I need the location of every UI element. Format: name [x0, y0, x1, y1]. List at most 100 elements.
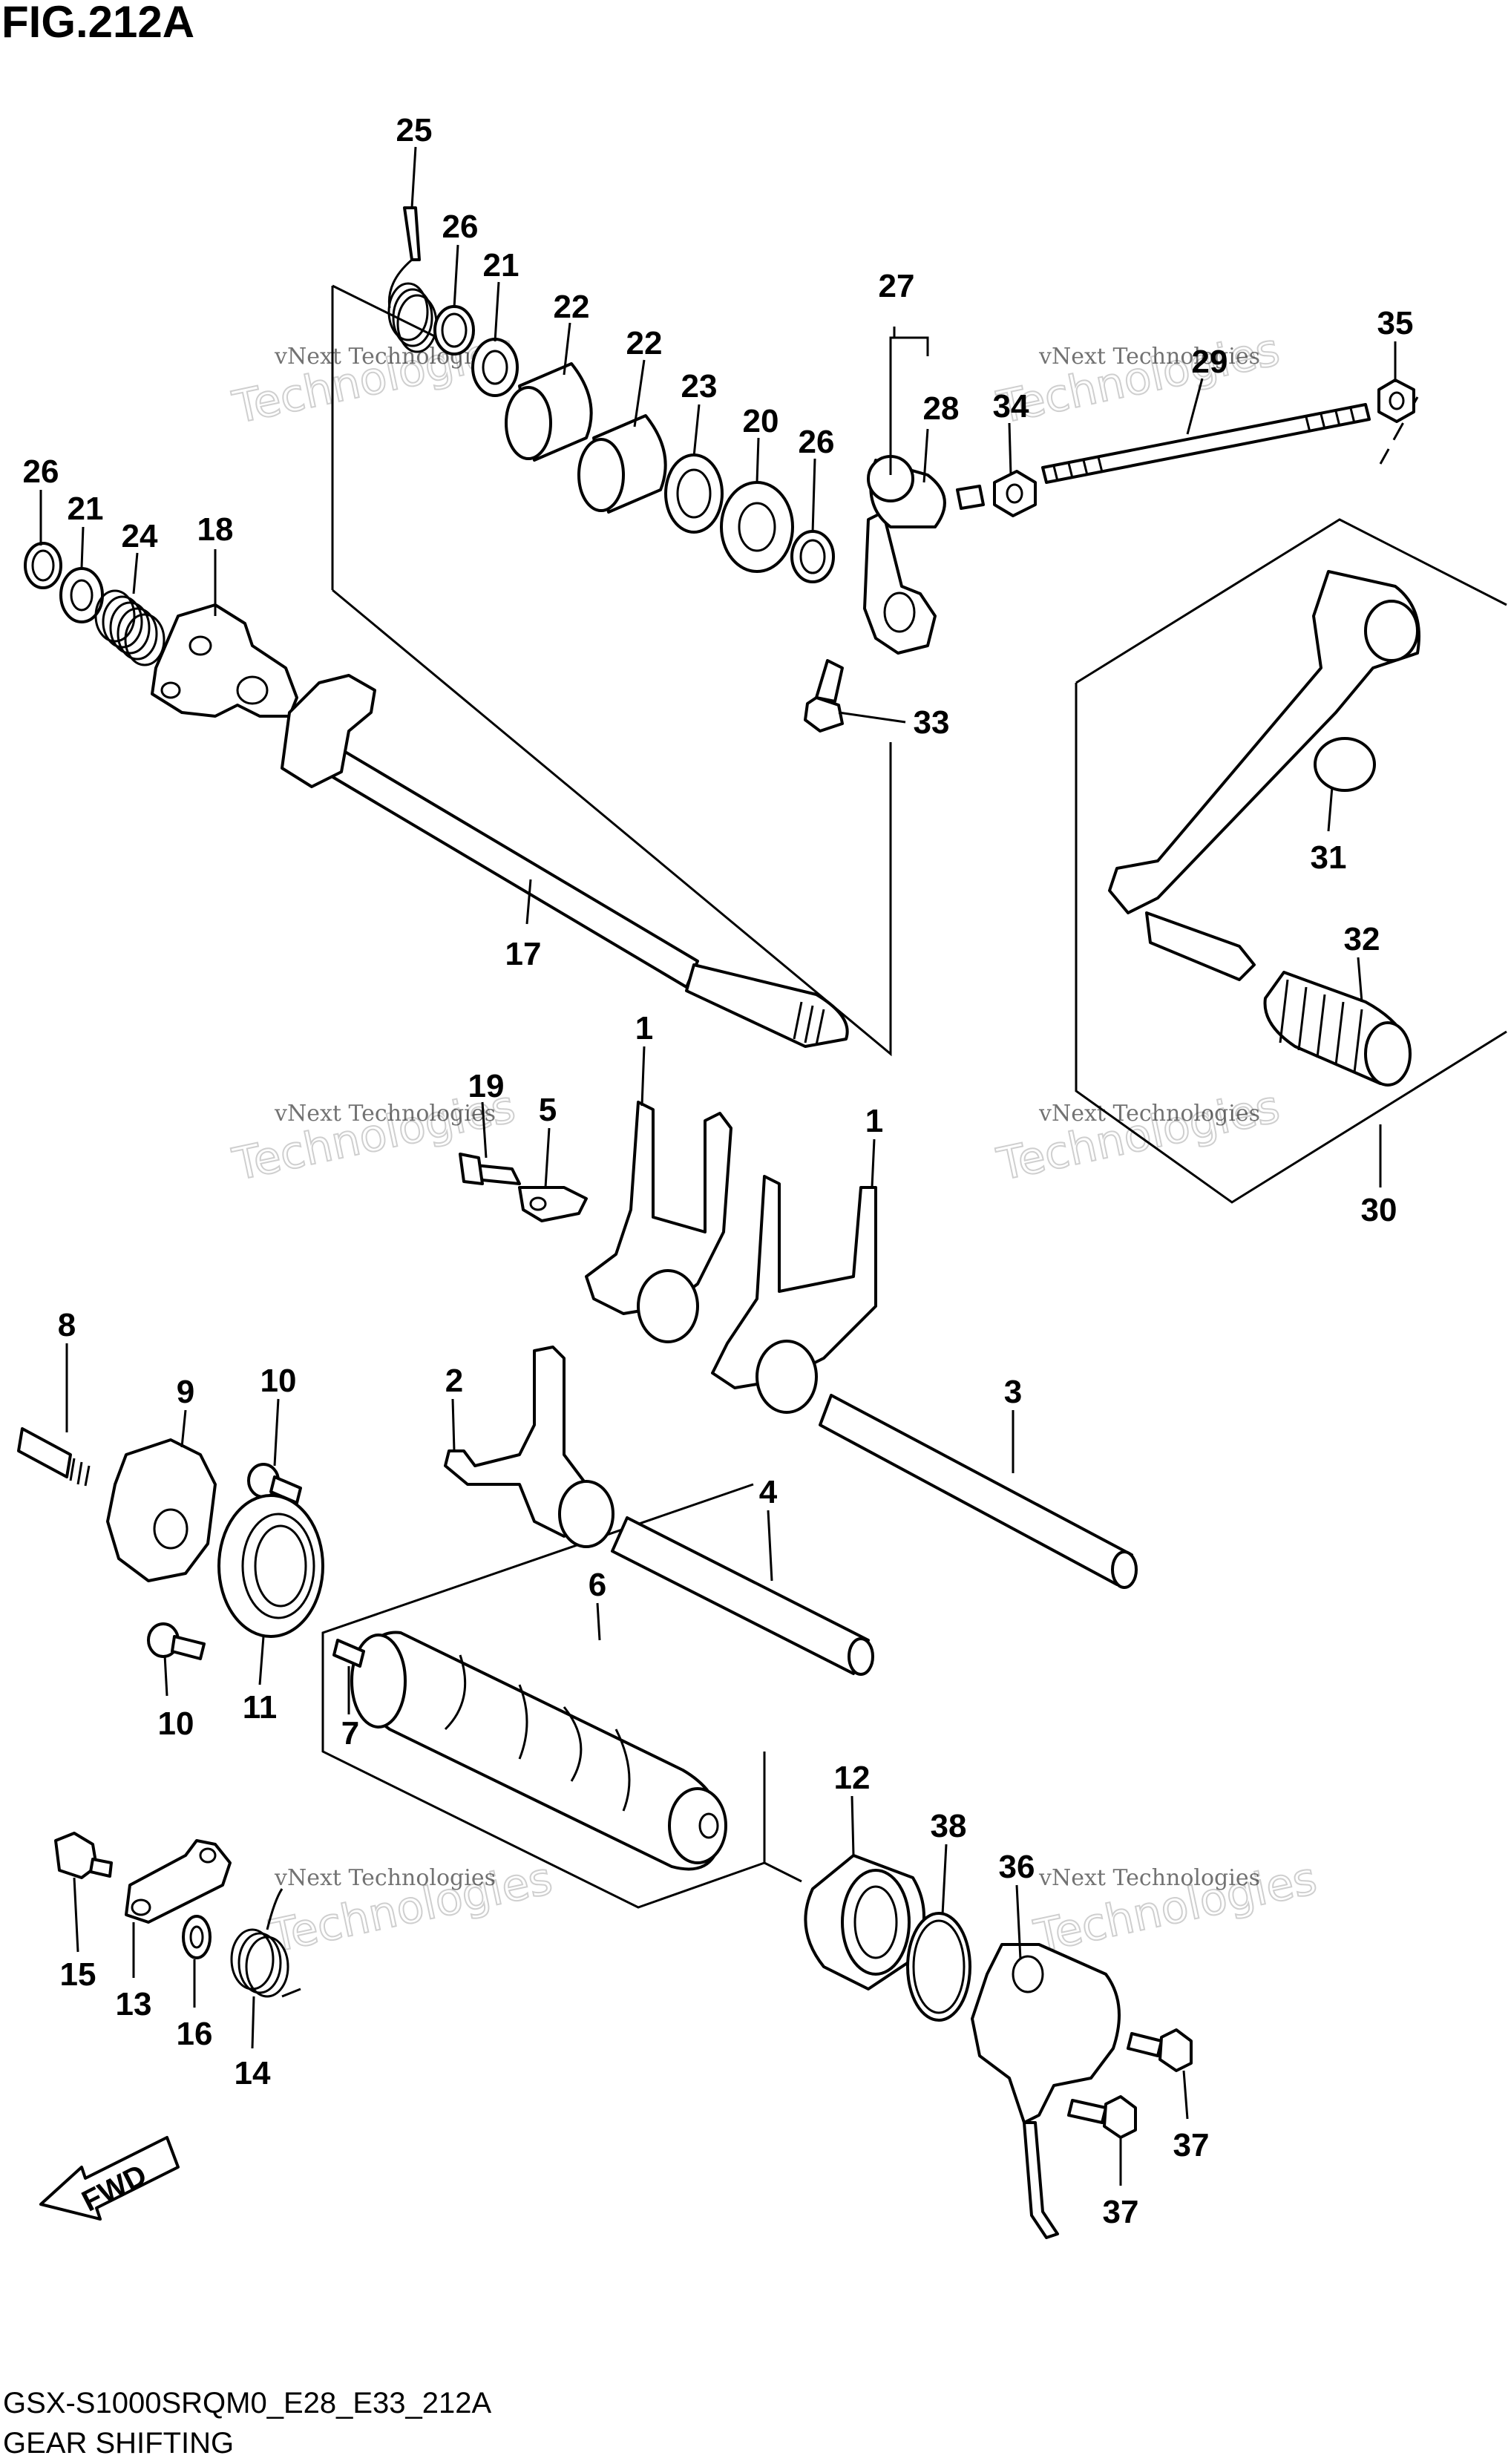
callout-13: 13 [116, 1986, 152, 2022]
callout-18: 18 [197, 511, 234, 548]
part-35-nut [1377, 379, 1415, 423]
watermark-small-4: vNext Technologies [1038, 1101, 1260, 1127]
figure-code: GSX-S1000SRQM0_E28_E33_212A [3, 2387, 492, 2419]
watermark-large-2: Technologies [993, 324, 1285, 434]
callout-34: 34 [993, 388, 1029, 425]
part-3-fork-shaft [819, 1394, 1138, 1589]
part-15-bolt [54, 1832, 113, 1879]
part-10-bolt-upper [247, 1463, 302, 1504]
callout-32: 32 [1344, 921, 1380, 957]
callout-15: 15 [60, 1956, 96, 1993]
part-7-pin [332, 1639, 365, 1668]
shift-drum-assembly-frame [321, 1483, 766, 1909]
part-27-gearshift-arm [863, 511, 937, 655]
callout-6: 6 [589, 1567, 606, 1603]
part-25-return-spring [387, 206, 438, 353]
watermark-small-6: vNext Technologies [1038, 1865, 1260, 1891]
part-4-fork-shaft [611, 1516, 874, 1676]
part-20-washer [720, 481, 794, 573]
callout-10-upper: 10 [260, 1363, 297, 1399]
callout-22-second: 22 [626, 325, 663, 361]
callout-labels: 25 26 21 22 22 23 20 26 27 28 34 29 35 2… [23, 112, 1414, 2230]
part-6-shift-drum [350, 1631, 727, 1871]
callout-26-left: 26 [23, 453, 59, 490]
callout-26-upper: 26 [442, 209, 479, 245]
part-2-shift-fork [444, 1346, 614, 1548]
part-26-circlip-middle [790, 530, 835, 583]
callout-38: 38 [931, 1808, 967, 1844]
part-10-bolt-lower [147, 1622, 206, 1660]
callout-21-left: 21 [68, 491, 104, 527]
figure-title: FIG.212A [1, 0, 195, 47]
callout-11: 11 [243, 1689, 278, 1726]
part-24-spring [94, 589, 165, 666]
part-31-gearshift-lever [1108, 570, 1420, 981]
part-11-bearing [217, 1494, 324, 1638]
part-26-circlip-left [24, 542, 62, 589]
part-23-oil-seal [664, 453, 724, 534]
callout-31: 31 [1311, 839, 1347, 876]
part-32-footrest-rubber [1263, 971, 1412, 1087]
callout-14: 14 [235, 2055, 271, 2091]
watermark-small-3: vNext Technologies [274, 1101, 496, 1127]
part-13-cam-stopper [125, 1839, 232, 1924]
part-12-needle-bearing [804, 1854, 925, 1990]
callout-37-lower: 37 [1103, 2194, 1139, 2230]
part-34-nut [993, 470, 1037, 517]
part-8-pin [17, 1427, 91, 1487]
part-22-bushing-2 [577, 414, 667, 514]
part-19-bolt [459, 1153, 521, 1185]
leader-lines [39, 146, 1397, 2186]
part-36-gear-position-switch [971, 1943, 1121, 2239]
callout-4: 4 [759, 1474, 778, 1510]
callout-10-lower: 10 [158, 1706, 194, 1742]
callout-30: 30 [1361, 1192, 1397, 1228]
callout-24: 24 [122, 518, 158, 554]
callout-28: 28 [923, 390, 960, 427]
callout-37-right: 37 [1173, 2127, 1210, 2163]
callout-1-upper: 1 [635, 1010, 653, 1046]
drum-assembly-link-line [764, 1861, 802, 1883]
callout-25: 25 [396, 112, 433, 148]
callout-36: 36 [999, 1849, 1035, 1885]
callout-33: 33 [914, 704, 950, 741]
part-21-washer-left [59, 567, 104, 623]
part-29-gearshift-rod [1041, 403, 1371, 484]
callout-29: 29 [1192, 344, 1228, 380]
callout-35: 35 [1377, 305, 1414, 341]
figure-name: GEAR SHIFTING [3, 2427, 235, 2460]
callout-8: 8 [58, 1307, 76, 1343]
callout-12: 12 [834, 1760, 871, 1796]
part-28-rod-end [867, 455, 985, 528]
part-26-circlip-upper [433, 305, 475, 355]
callout-21-upper: 21 [483, 247, 519, 284]
part-1-shift-fork-b [711, 1175, 877, 1414]
part-17-gearshift-shaft [281, 674, 849, 1048]
part-9-shift-cam [106, 1438, 217, 1582]
watermark-small-5: vNext Technologies [274, 1865, 496, 1891]
callout-19: 19 [468, 1068, 505, 1104]
callout-26-middle: 26 [799, 424, 835, 460]
part-37-bolt-lower [1067, 2095, 1137, 2139]
part-33-bolt [804, 659, 844, 733]
fwd-direction-badge: FWD [39, 2136, 180, 2221]
watermark-small-2: vNext Technologies [1038, 344, 1260, 370]
part-22-bushing-1 [505, 362, 593, 462]
callout-2: 2 [445, 1363, 463, 1399]
part-18-shift-cam-plate [151, 603, 298, 718]
part-21-washer-upper [471, 338, 519, 397]
part-1-shift-fork-a [585, 1101, 732, 1343]
callout-22-first: 22 [554, 289, 590, 325]
callout-9: 9 [177, 1374, 194, 1410]
callout-23: 23 [681, 368, 718, 404]
callout-7: 7 [341, 1715, 359, 1752]
part-14-stopper-spring [230, 1888, 301, 1998]
part-16-washer [182, 1915, 212, 1959]
callout-3: 3 [1004, 1374, 1022, 1410]
part-37-bolt-right [1127, 2028, 1193, 2072]
callout-5: 5 [539, 1092, 557, 1128]
callout-1-lower: 1 [865, 1103, 883, 1139]
callout-20: 20 [743, 403, 779, 439]
